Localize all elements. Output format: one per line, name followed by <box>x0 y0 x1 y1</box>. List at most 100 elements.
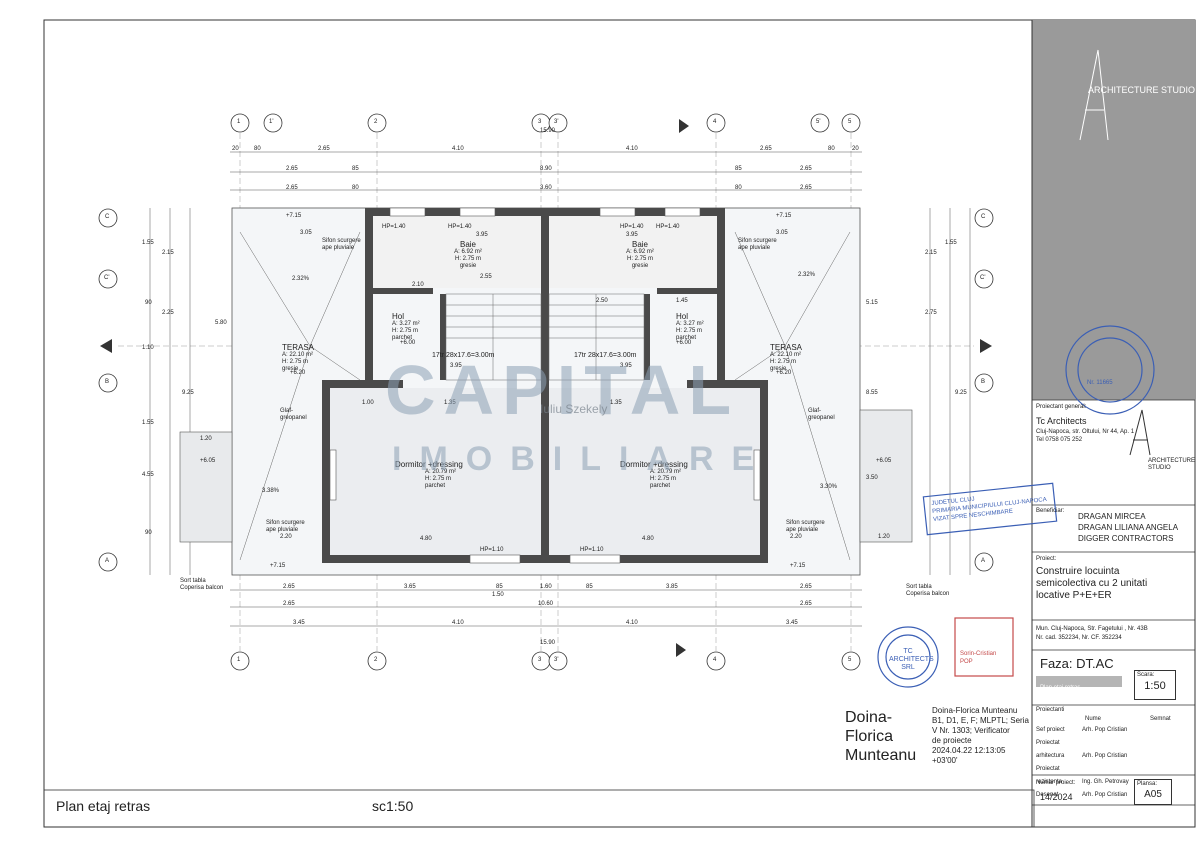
glaf-label: Glaf-greopanel <box>808 408 835 421</box>
dim-text: 85 <box>586 584 593 590</box>
red-stamp-text: Sorin-Cristian POP <box>960 651 997 665</box>
project-no-value: 14/2024 <box>1040 792 1073 802</box>
signature-detail-line: +03'00' <box>932 756 958 765</box>
sheet-label: Plansa: <box>1137 781 1158 787</box>
dim-text: 8.55 <box>866 390 878 396</box>
axis-label: C' <box>980 275 986 281</box>
axis-label: 4 <box>713 119 717 125</box>
bedroom-left-fill <box>330 388 541 555</box>
hp-label: HP=1.40 <box>382 224 406 230</box>
dim-label: 1.35 <box>444 400 456 406</box>
signature-name-line: Doina- <box>845 709 893 726</box>
dim-text: 2.65 <box>800 166 812 172</box>
dim-text: 1.55 <box>142 420 154 426</box>
bedroom-right-fill <box>549 388 760 555</box>
plan-name: Plan etaj retras <box>1040 685 1081 691</box>
dimension-lines <box>149 151 971 627</box>
watermark-brand-sub: IMOBILIARE <box>392 440 773 478</box>
dim-text: 2.65 <box>283 584 295 590</box>
level-label: +7.15 <box>776 213 792 219</box>
axis-label: 1 <box>237 119 241 125</box>
axis-label: C <box>981 214 986 220</box>
dim-label: 3.95 <box>450 363 462 369</box>
dim-text: 90 <box>145 300 152 306</box>
level-label: +6.00 <box>400 340 416 346</box>
project-line: Construire locuinta <box>1036 566 1120 577</box>
scale-value: 1:50 <box>1144 680 1166 692</box>
level-label: +6.20 <box>776 370 792 376</box>
beneficiary-block: DRAGAN MIRCEA DRAGAN LILIANA ANGELA DIGG… <box>1078 511 1178 544</box>
axis-label: B <box>981 379 986 385</box>
signature-detail-line: V Nr. 1303; Verificator <box>932 726 1010 735</box>
dim-label: 4.80 <box>420 536 432 542</box>
dim-text: 1.50 <box>492 592 504 598</box>
dim-text: 3.60 <box>540 185 552 191</box>
dim-text: 9.25 <box>182 390 194 396</box>
oar-stamp <box>1065 325 1155 415</box>
axis-label: 5 <box>848 119 852 125</box>
axis-label: C <box>105 214 110 220</box>
dim-text: 5.80 <box>215 320 227 326</box>
dim-text: 2.65 <box>318 146 330 152</box>
bathroom-right-fill <box>549 216 717 288</box>
dim-label: 2.50 <box>596 298 608 304</box>
dim-text: 85 <box>735 166 742 172</box>
footer-plan-title: Plan etaj retras <box>56 798 151 814</box>
red-stamp <box>954 617 1014 677</box>
dim-text: 2.65 <box>800 584 812 590</box>
dim-text: 4.55 <box>142 472 154 478</box>
dim-text: 5.15 <box>866 300 878 306</box>
dim-label: 3.05 <box>776 230 788 236</box>
axis-label: 3' <box>554 657 559 663</box>
dim-text: 2.65 <box>286 185 298 191</box>
axis-label: B <box>105 379 110 385</box>
axis-label: A <box>105 558 110 564</box>
site-address: Mun. Cluj-Napoca, Str. Fagetului , Nr. 4… <box>1036 625 1148 643</box>
slope-label: 3.38% <box>262 488 280 494</box>
general-designer-label: Proiectant general: <box>1036 404 1087 410</box>
footer-band <box>43 789 1035 828</box>
dim-label: 3.95 <box>620 363 632 369</box>
balcony-left <box>179 431 233 543</box>
dim-text: 85 <box>352 166 359 172</box>
beneficiary-label: Beneficiar: <box>1036 508 1065 514</box>
dim-text: 3.65 <box>404 584 416 590</box>
oar-stamp-text: Nr. 11665 <box>1087 380 1113 386</box>
axis-label: 2 <box>374 657 378 663</box>
project-line: locative P+E+ER <box>1036 590 1112 601</box>
project-label: Proiect: <box>1036 556 1057 562</box>
dim-label: 1.20 <box>200 436 212 442</box>
level-label: +6.20 <box>290 370 306 376</box>
dim-text: 4.10 <box>626 146 638 152</box>
dim-text: 10.60 <box>538 601 554 607</box>
glaf-label: Glaf-greopanel <box>280 408 307 421</box>
hp-label: HP=1.10 <box>580 547 604 553</box>
dim-text: 85 <box>496 584 503 590</box>
room-hol-right: Hol A: 3.27 m² H: 2.75 m parchet <box>676 312 704 341</box>
dim-label: 1.45 <box>676 298 688 304</box>
dim-label: 1.35 <box>610 400 622 406</box>
stairs-right-label: 17tr 28x17.6=3.00m <box>574 352 637 359</box>
room-baie-right: Baie A: 6.92 m² H: 2.75 m gresie <box>626 240 654 269</box>
axis-label: 2 <box>374 119 378 125</box>
windows <box>329 207 761 564</box>
room-terasa-left: TERASA A: 22.10 m² H: 2.75 m gresie <box>282 343 315 372</box>
beneficiary-line: DRAGAN LILIANA ANGELA <box>1078 523 1179 532</box>
dim-text: 3.50 <box>866 475 878 481</box>
bottom-axis-markers <box>230 651 861 671</box>
dim-label: 4.80 <box>642 536 654 542</box>
cluj-stamp <box>922 482 1058 536</box>
axis-label: 3' <box>554 119 559 125</box>
dim-label: 2.20 <box>280 534 292 540</box>
bathroom-left-fill <box>373 216 541 288</box>
phase-value: DT.AC <box>1076 656 1114 671</box>
dim-text: 80 <box>254 146 261 152</box>
sheet-box: Plansa: A05 <box>1134 779 1172 805</box>
dim-text: 2.65 <box>286 166 298 172</box>
